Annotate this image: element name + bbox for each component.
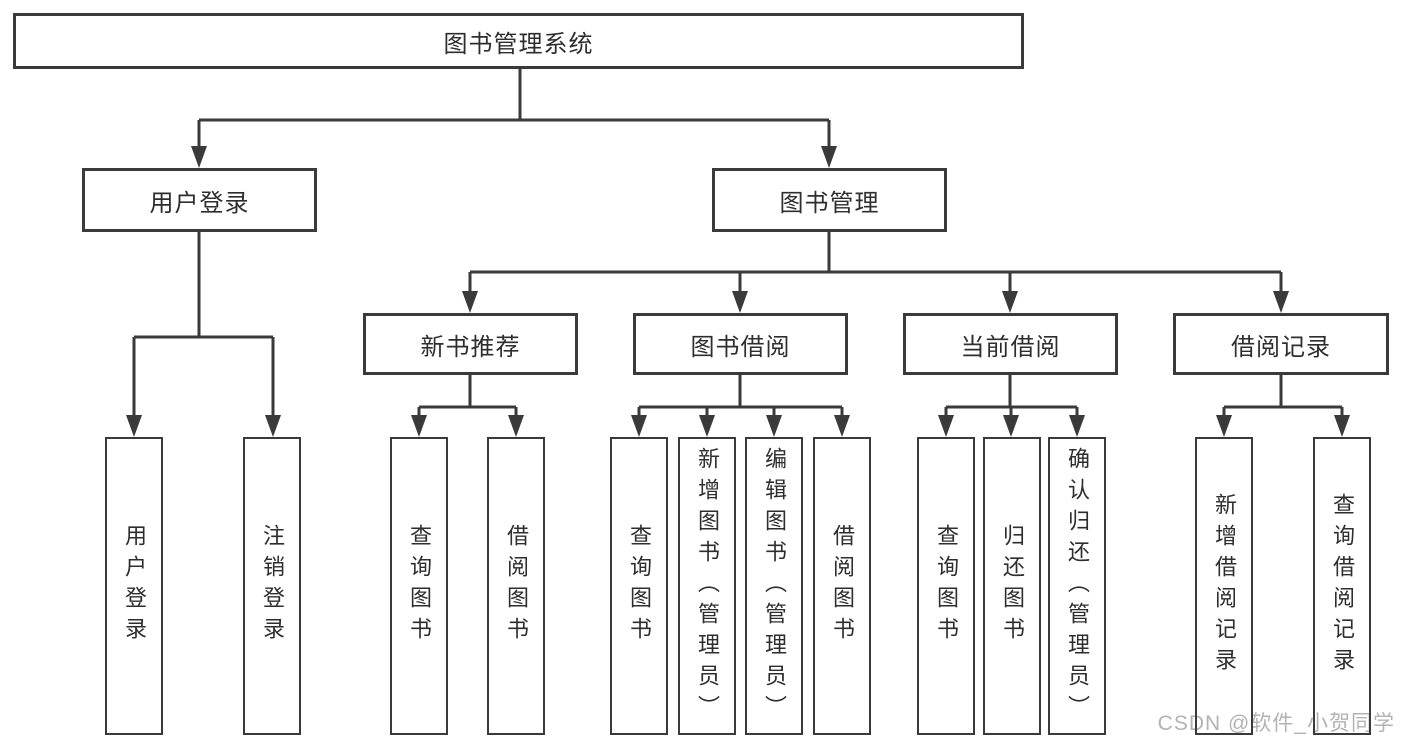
node-user-login: 用户登录 [82,168,317,232]
leaf-confirm-return-admin: 确认归还（管理员） [1048,437,1106,735]
leaf-label: 查询图书 [934,524,959,648]
arrowhead [732,291,748,313]
node-borrowing-records: 借阅记录 [1173,313,1389,375]
arrowhead [766,415,782,437]
leaf-user-login: 用户登录 [105,437,163,735]
leaf-borrow-books-borrowing: 借阅图书 [813,437,871,735]
arrowhead [191,146,207,168]
leaf-label: 查询图书 [627,524,652,648]
node-book-borrowing: 图书借阅 [633,313,848,375]
node-label: 当前借阅 [960,333,1061,361]
leaf-query-books-current: 查询图书 [917,437,975,735]
watermark: CSDN @软件_小贺同学 [1157,712,1395,735]
node-label: 用户登录 [149,189,250,217]
leaf-add-borrow-record: 新增借阅记录 [1195,437,1253,735]
leaf-logout: 注销登录 [243,437,301,735]
leaf-edit-book-admin: 编辑图书（管理员） [745,437,803,735]
leaf-return-books: 归还图书 [983,437,1041,735]
node-label: 图书管理系统 [443,30,594,58]
node-book-management: 图书管理 [712,168,947,232]
leaf-label: 编辑图书（管理员） [762,446,787,726]
arrowhead [1273,291,1289,313]
leaf-query-borrow-record: 查询借阅记录 [1313,437,1371,735]
leaf-label: 新增图书（管理员） [695,446,720,726]
arrowhead [1003,415,1019,437]
arrowhead [699,415,715,437]
leaf-borrow-books-recommendation: 借阅图书 [487,437,545,735]
node-library-management-system: 图书管理系统 [13,13,1024,69]
arrowhead [462,291,478,313]
arrowhead [508,415,524,437]
arrowhead [834,415,850,437]
arrowhead [1216,415,1232,437]
arrowhead [126,415,142,437]
arrowhead [631,415,647,437]
leaf-label: 查询图书 [407,524,432,648]
leaf-label: 归还图书 [1000,524,1025,648]
arrowhead [938,415,954,437]
arrowheads [126,146,1350,437]
arrowhead [411,415,427,437]
leaf-query-books-borrowing: 查询图书 [610,437,668,735]
node-new-book-recommendation: 新书推荐 [363,313,578,375]
leaf-add-book-admin: 新增图书（管理员） [678,437,736,735]
arrowhead [1002,291,1018,313]
arrowhead [821,146,837,168]
connector-path [132,69,1344,417]
leaf-label: 新增借阅记录 [1212,493,1237,679]
arrowhead [1069,415,1085,437]
leaf-label: 注销登录 [260,524,285,648]
leaf-label: 借阅图书 [504,524,529,648]
node-label: 图书借阅 [690,333,791,361]
leaf-query-books-recommendation: 查询图书 [390,437,448,735]
leaf-label: 查询借阅记录 [1330,493,1355,679]
leaf-label: 借阅图书 [830,524,855,648]
node-current-borrowing: 当前借阅 [903,313,1118,375]
leaf-label: 用户登录 [122,524,147,648]
arrowhead [1334,415,1350,437]
leaf-label: 确认归还（管理员） [1065,446,1090,726]
node-label: 借阅记录 [1231,333,1331,361]
node-label: 图书管理 [779,189,880,217]
arrowhead [265,415,281,437]
node-label: 新书推荐 [420,333,521,361]
